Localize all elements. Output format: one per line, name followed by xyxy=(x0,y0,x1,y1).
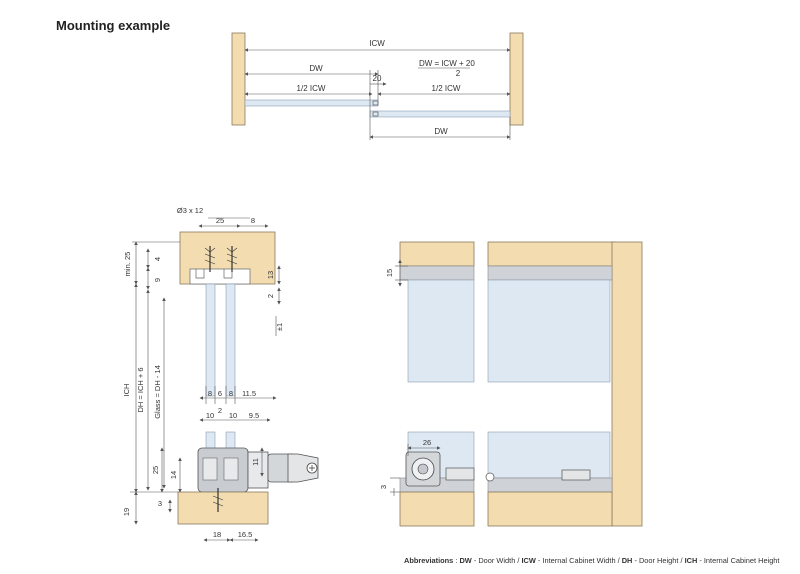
dw-label-right: DW xyxy=(434,127,448,136)
dim-pm1: ±1 xyxy=(275,323,284,331)
abbreviations-label: Abbreviations xyxy=(404,556,454,565)
half-icw-right: 1/2 ICW xyxy=(432,84,461,93)
dim-8-a: 8 xyxy=(208,389,212,398)
front-glass-right xyxy=(487,279,611,383)
top-track xyxy=(189,268,251,285)
bottom-rail-right xyxy=(487,477,613,493)
dim-10-b: 10 xyxy=(229,411,237,420)
lock-body xyxy=(247,451,269,489)
dim-glass: Glass = DH - 14 xyxy=(153,365,162,419)
bottom-handle-marker xyxy=(372,111,379,117)
lock-key xyxy=(287,453,319,483)
left-door-glass xyxy=(244,99,379,107)
dim-14: 14 xyxy=(169,471,178,479)
dim-16-5: 16.5 xyxy=(238,530,253,539)
dim-19: 19 xyxy=(122,508,131,516)
gap-label: 20 xyxy=(373,74,382,83)
dim-top-8: 8 xyxy=(251,216,255,225)
dim-4: 4 xyxy=(153,257,162,261)
glass-pane-left xyxy=(205,283,216,397)
right-door-glass xyxy=(369,110,511,118)
front-view: 15 26 3 xyxy=(379,241,643,527)
abbreviations-line: Abbreviations : DW - Door Width / ICW - … xyxy=(404,556,780,565)
diagram-title: Mounting example xyxy=(56,18,171,33)
dim-3-front: 3 xyxy=(379,485,388,489)
dim-6: 6 xyxy=(218,389,222,398)
dim-min-25: min. 25 xyxy=(123,252,132,277)
dim-13: 13 xyxy=(266,271,275,279)
dw-label-left: DW xyxy=(309,64,323,73)
bottom-panel xyxy=(177,491,269,525)
dim-2-top: 2 xyxy=(266,294,275,298)
dim-2-mid: 2 xyxy=(218,406,222,415)
half-icw-left: 1/2 ICW xyxy=(297,84,326,93)
section-view: Ø3 x 12 25 8 min. 25 4 9 13 2 ±1 ICH DH … xyxy=(122,206,319,542)
top-rail-right xyxy=(487,265,613,281)
left-cabinet-side xyxy=(231,32,246,126)
screw-size-label: Ø3 x 12 xyxy=(177,206,203,215)
dim-3-left: 3 xyxy=(158,499,162,508)
front-glass-left xyxy=(407,279,475,383)
formula-denominator: 2 xyxy=(456,69,461,78)
dim-9: 9 xyxy=(153,278,162,282)
dim-11: 11 xyxy=(251,458,260,466)
dim-26: 26 xyxy=(423,438,431,447)
dim-ich: ICH xyxy=(122,384,131,397)
top-plan-view: ICW DW DW = ICW + 20 2 20 1/2 ICW 1/2 IC… xyxy=(231,32,524,140)
dim-25-bottom: 25 xyxy=(151,466,160,474)
dim-15: 15 xyxy=(385,269,394,277)
dim-dh: DH = ICH + 6 xyxy=(136,367,145,412)
dim-8-b: 8 xyxy=(229,389,233,398)
dim-10-a: 10 xyxy=(206,411,214,420)
dim-18: 18 xyxy=(213,530,221,539)
right-cabinet-side xyxy=(509,32,524,126)
formula-lhs: DW = xyxy=(419,59,440,68)
icw-label: ICW xyxy=(369,39,385,48)
right-cabinet-wall xyxy=(611,241,643,527)
top-handle-marker xyxy=(372,100,379,106)
dim-11-5: 11.5 xyxy=(242,389,256,398)
dim-9-5: 9.5 xyxy=(249,411,259,420)
front-roller-left xyxy=(445,467,475,481)
formula-numerator: ICW + 20 xyxy=(441,59,475,68)
glass-pane-right xyxy=(225,283,236,397)
front-roller-right xyxy=(561,469,591,481)
dim-top-25: 25 xyxy=(216,216,224,225)
top-rail-left xyxy=(399,265,475,281)
